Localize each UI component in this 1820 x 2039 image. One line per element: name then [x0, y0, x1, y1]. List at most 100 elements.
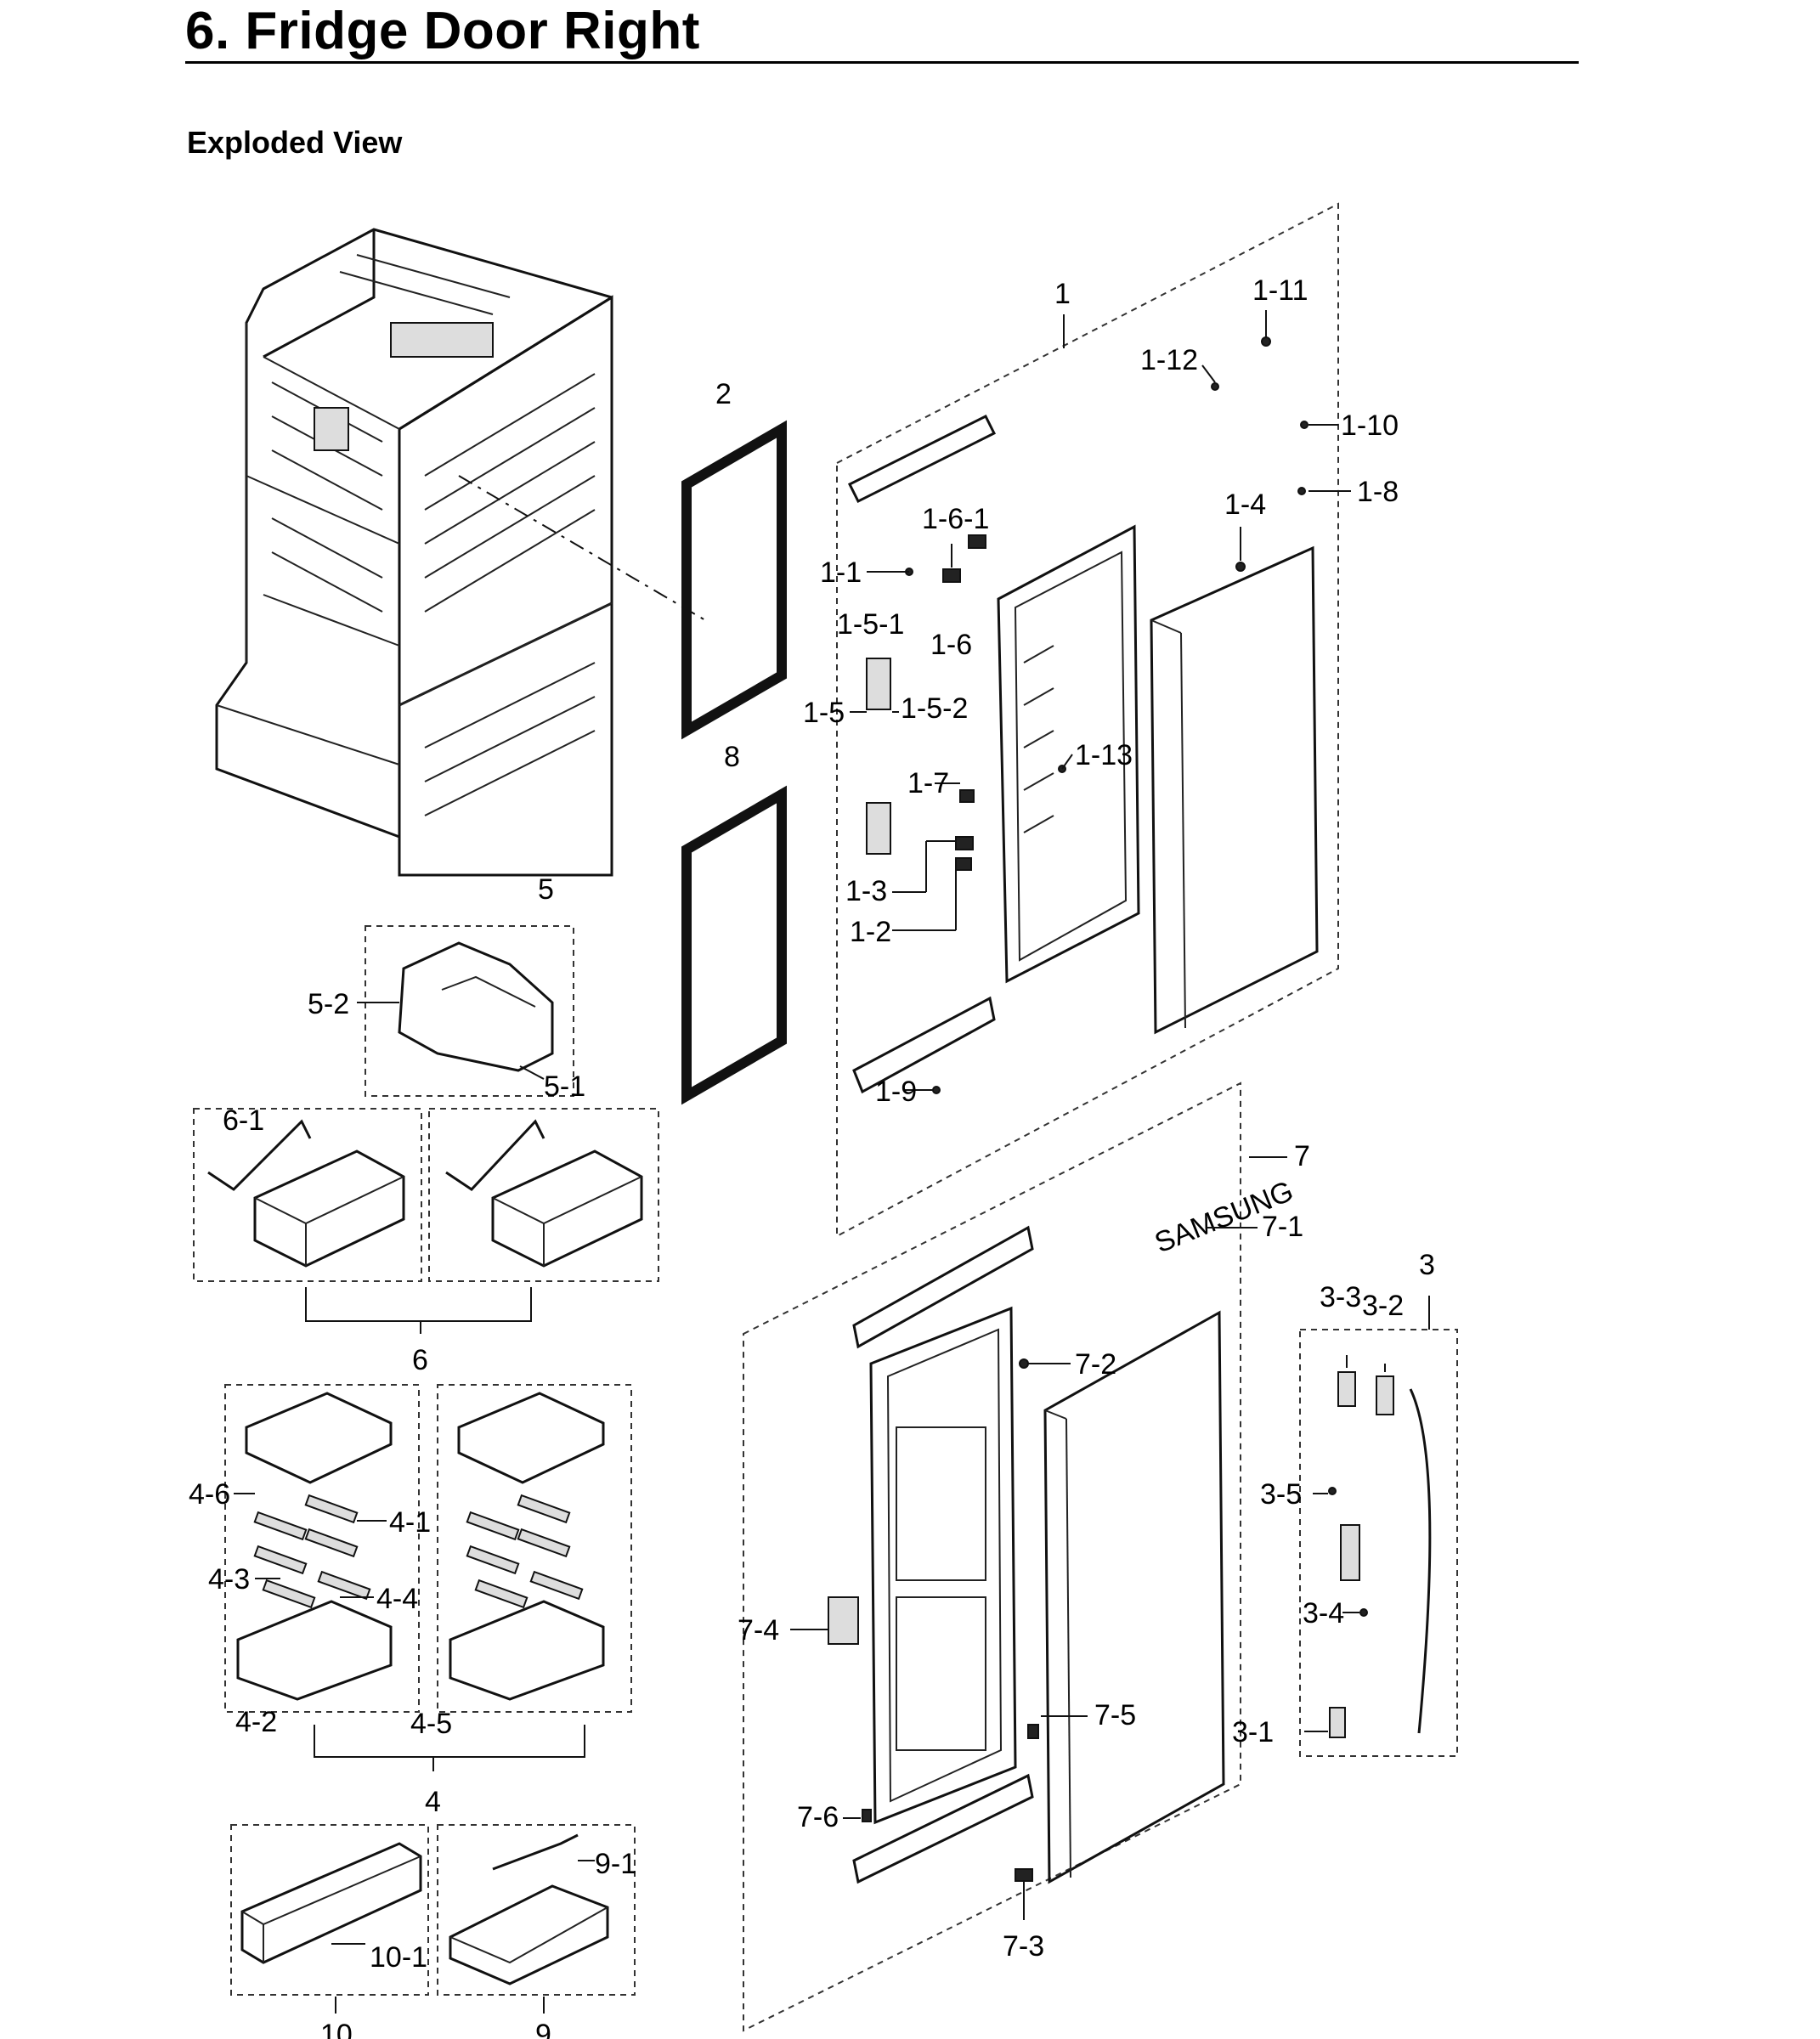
assembly-5-boundary [365, 925, 574, 1097]
part-1-12 [1211, 382, 1219, 391]
door-outer-panel [1150, 545, 1319, 1035]
callout-3-5: 3-5 [1260, 1478, 1302, 1511]
part-1-9 [932, 1086, 941, 1094]
handle-3-drawing [1328, 1371, 1432, 1738]
callout-1-10: 1-10 [1341, 409, 1399, 442]
callout-8: 8 [724, 741, 740, 773]
assembly-4-boundary-left [224, 1384, 420, 1713]
callout-7-6: 7-6 [797, 1801, 839, 1833]
bracket-4 [314, 1725, 585, 1758]
callout-1-1: 1-1 [820, 556, 862, 589]
callout-3-4: 3-4 [1303, 1597, 1344, 1630]
callout-4-1: 4-1 [389, 1506, 431, 1539]
callout-1-7: 1-7 [907, 767, 949, 799]
cabinet-shelf-ribs [271, 254, 596, 816]
assembly-9-boundary [437, 1824, 636, 1996]
shelf-6-right-drawing [445, 1119, 643, 1268]
shelf-6-left-drawing [207, 1119, 405, 1268]
cabinet-side-bracket [314, 407, 349, 451]
callout-3-3: 3-3 [1320, 1281, 1361, 1313]
part-7-2 [1019, 1358, 1029, 1369]
assembly-10-boundary [230, 1824, 429, 1996]
callout-10: 10 [320, 2019, 353, 2039]
part-1-8 [1297, 487, 1306, 495]
bin-9-drawing [449, 1833, 609, 1985]
callout-5-2: 5-2 [308, 988, 349, 1020]
assembly-3-boundary [1299, 1329, 1458, 1757]
door-gasket-upper [681, 420, 787, 740]
bin-5-drawing [357, 941, 554, 1080]
part-1-5 [866, 658, 891, 710]
cabinet-top-panel [390, 322, 494, 358]
door-cap-7-lower [852, 1773, 1034, 1884]
page-title: 6. Fridge Door Right [185, 2, 700, 60]
door-cap-lower [852, 996, 996, 1094]
callout-4-4: 4-4 [376, 1583, 418, 1615]
tray-4-left-drawing [236, 1392, 393, 1701]
callout-1-2: 1-2 [850, 916, 891, 948]
door-liner-7 [869, 1306, 1017, 1825]
callout-7-2: 7-2 [1075, 1348, 1116, 1381]
section-subtitle: Exploded View [187, 125, 403, 160]
part-7-3 [1015, 1868, 1033, 1882]
callout-6: 6 [412, 1344, 428, 1376]
callout-1-3: 1-3 [845, 875, 887, 907]
callout-1-9: 1-9 [875, 1076, 917, 1108]
part-1-6-1 [968, 534, 986, 549]
part-1-6 [942, 568, 961, 583]
callout-1-5: 1-5 [803, 697, 845, 729]
assembly-1-boundary [836, 202, 1339, 1238]
callout-1-12: 1-12 [1140, 344, 1198, 376]
assembly-6-boundary-right [428, 1108, 659, 1282]
callout-1: 1 [1054, 278, 1071, 310]
callout-1-5-1: 1-5-1 [837, 608, 904, 641]
part-1-3-bracket [866, 802, 891, 855]
door-cap-upper [847, 414, 997, 504]
callout-7: 7 [1294, 1140, 1310, 1172]
callout-3-2: 3-2 [1362, 1290, 1404, 1322]
callout-5-1: 5-1 [544, 1070, 585, 1103]
fridge-cabinet-drawing [215, 228, 706, 877]
callout-4: 4 [425, 1786, 441, 1818]
callout-1-8: 1-8 [1357, 476, 1399, 508]
callout-7-3: 7-3 [1003, 1930, 1044, 1963]
part-1-7 [959, 789, 975, 803]
callout-7-4: 7-4 [738, 1614, 779, 1646]
assembly-6-boundary-left [193, 1108, 422, 1282]
callout-1-6-1: 1-6-1 [922, 503, 989, 535]
callout-3: 3 [1419, 1249, 1435, 1281]
callout-7-5: 7-5 [1094, 1699, 1136, 1731]
door-liner [997, 524, 1140, 984]
callout-1-11: 1-11 [1252, 274, 1308, 307]
tray-4-right-drawing [449, 1392, 605, 1701]
callout-2: 2 [715, 378, 732, 410]
part-1-4 [1235, 562, 1246, 572]
part-7-6 [862, 1809, 872, 1822]
part-1-10 [1300, 421, 1308, 429]
callout-10-1: 10-1 [370, 1941, 427, 1974]
callout-9-1: 9-1 [595, 1848, 636, 1880]
part-1-3 [955, 836, 974, 850]
bracket-6 [305, 1287, 532, 1322]
door-cap-7-upper [852, 1225, 1034, 1349]
door-outer-panel-7 [1043, 1310, 1225, 1884]
part-1-2 [955, 857, 972, 871]
part-1-11 [1261, 336, 1271, 347]
callout-9: 9 [535, 2019, 551, 2039]
callout-7-1: 7-1 [1262, 1211, 1303, 1243]
callout-4-5: 4-5 [410, 1708, 452, 1740]
callout-6-1: 6-1 [223, 1104, 264, 1137]
callout-1-5-2: 1-5-2 [901, 692, 968, 725]
callout-4-3: 4-3 [208, 1563, 250, 1596]
title-rule [185, 61, 1579, 64]
callout-1-13: 1-13 [1075, 739, 1133, 771]
part-7-4 [828, 1596, 859, 1645]
callout-1-6: 1-6 [930, 629, 972, 661]
part-7-5 [1027, 1724, 1039, 1739]
bin-10-drawing [240, 1842, 422, 1964]
callout-1-4: 1-4 [1224, 489, 1266, 521]
callout-3-1: 3-1 [1232, 1716, 1274, 1748]
callout-4-2: 4-2 [235, 1706, 277, 1738]
callout-5: 5 [538, 873, 554, 906]
